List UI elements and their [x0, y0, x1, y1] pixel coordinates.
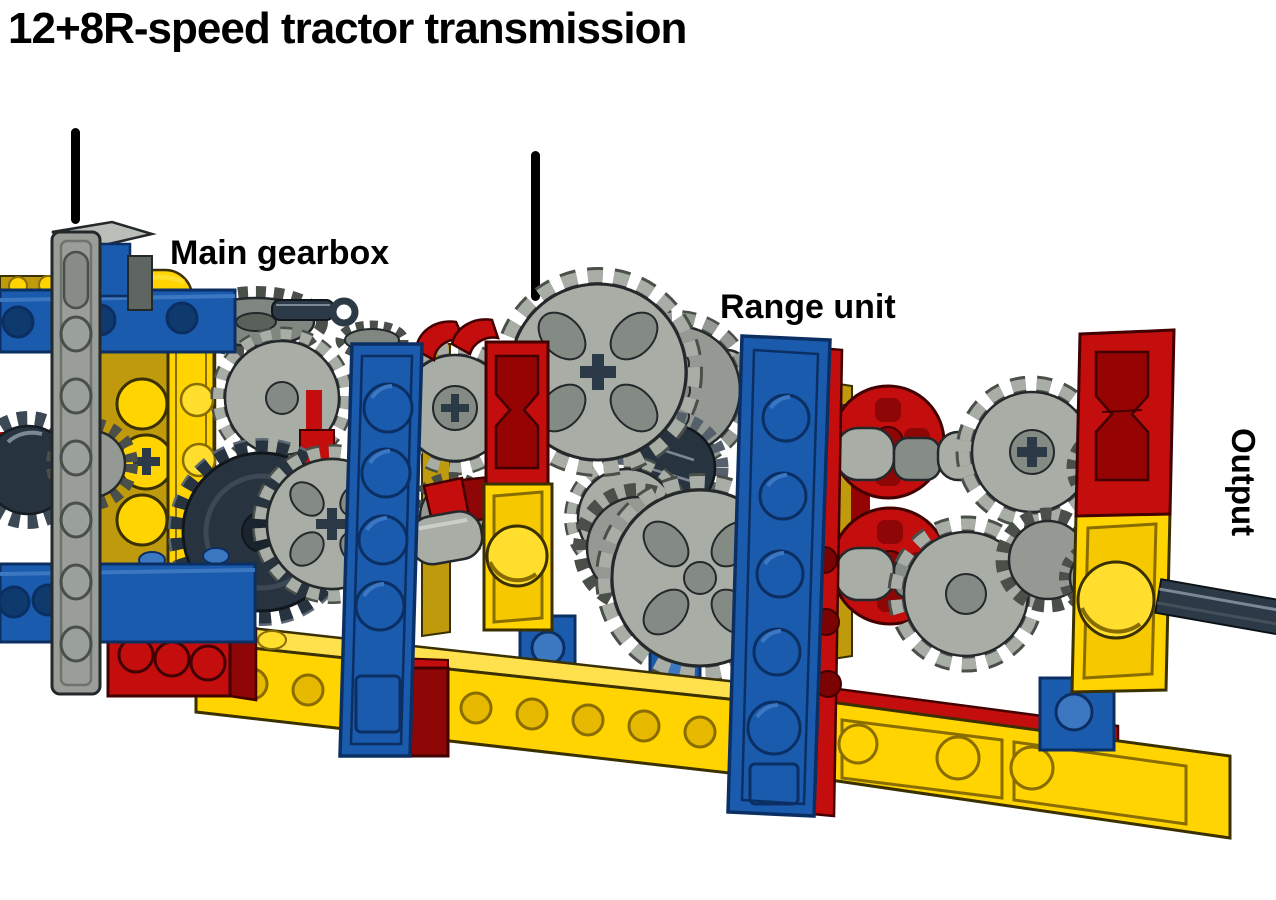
pointer-line-main-gearbox	[71, 128, 80, 224]
red-brick-ornament	[1094, 350, 1150, 482]
output-frame	[1038, 328, 1276, 752]
output-axle	[1154, 578, 1276, 637]
pointer-line-range-unit	[531, 151, 540, 301]
label-main-gearbox: Main gearbox	[170, 234, 390, 272]
axle-hole-cross	[133, 448, 160, 475]
axle-pin	[271, 297, 359, 327]
red-brick-ornament	[494, 354, 540, 470]
red-brick-output	[1074, 328, 1176, 518]
red-arc	[450, 318, 500, 356]
input-frame	[0, 220, 257, 696]
label-output: Output	[1225, 428, 1262, 537]
blue-beam-top-left	[0, 288, 237, 354]
label-range-unit: Range unit	[720, 288, 896, 326]
blue-beam-bottom-left	[0, 547, 257, 644]
range-unit-assembly	[830, 375, 1150, 673]
blue-liftarm-main	[338, 342, 424, 758]
yellow-brick-output	[1070, 510, 1172, 694]
gray-liftarm-left	[50, 220, 157, 696]
blue-liftarm-range	[726, 334, 832, 818]
gear-40t-upper	[493, 267, 703, 477]
yellow-beam-right	[828, 686, 1232, 840]
page-title: 12+8R-speed tractor transmission	[8, 4, 687, 53]
mid-bracket	[482, 340, 554, 632]
